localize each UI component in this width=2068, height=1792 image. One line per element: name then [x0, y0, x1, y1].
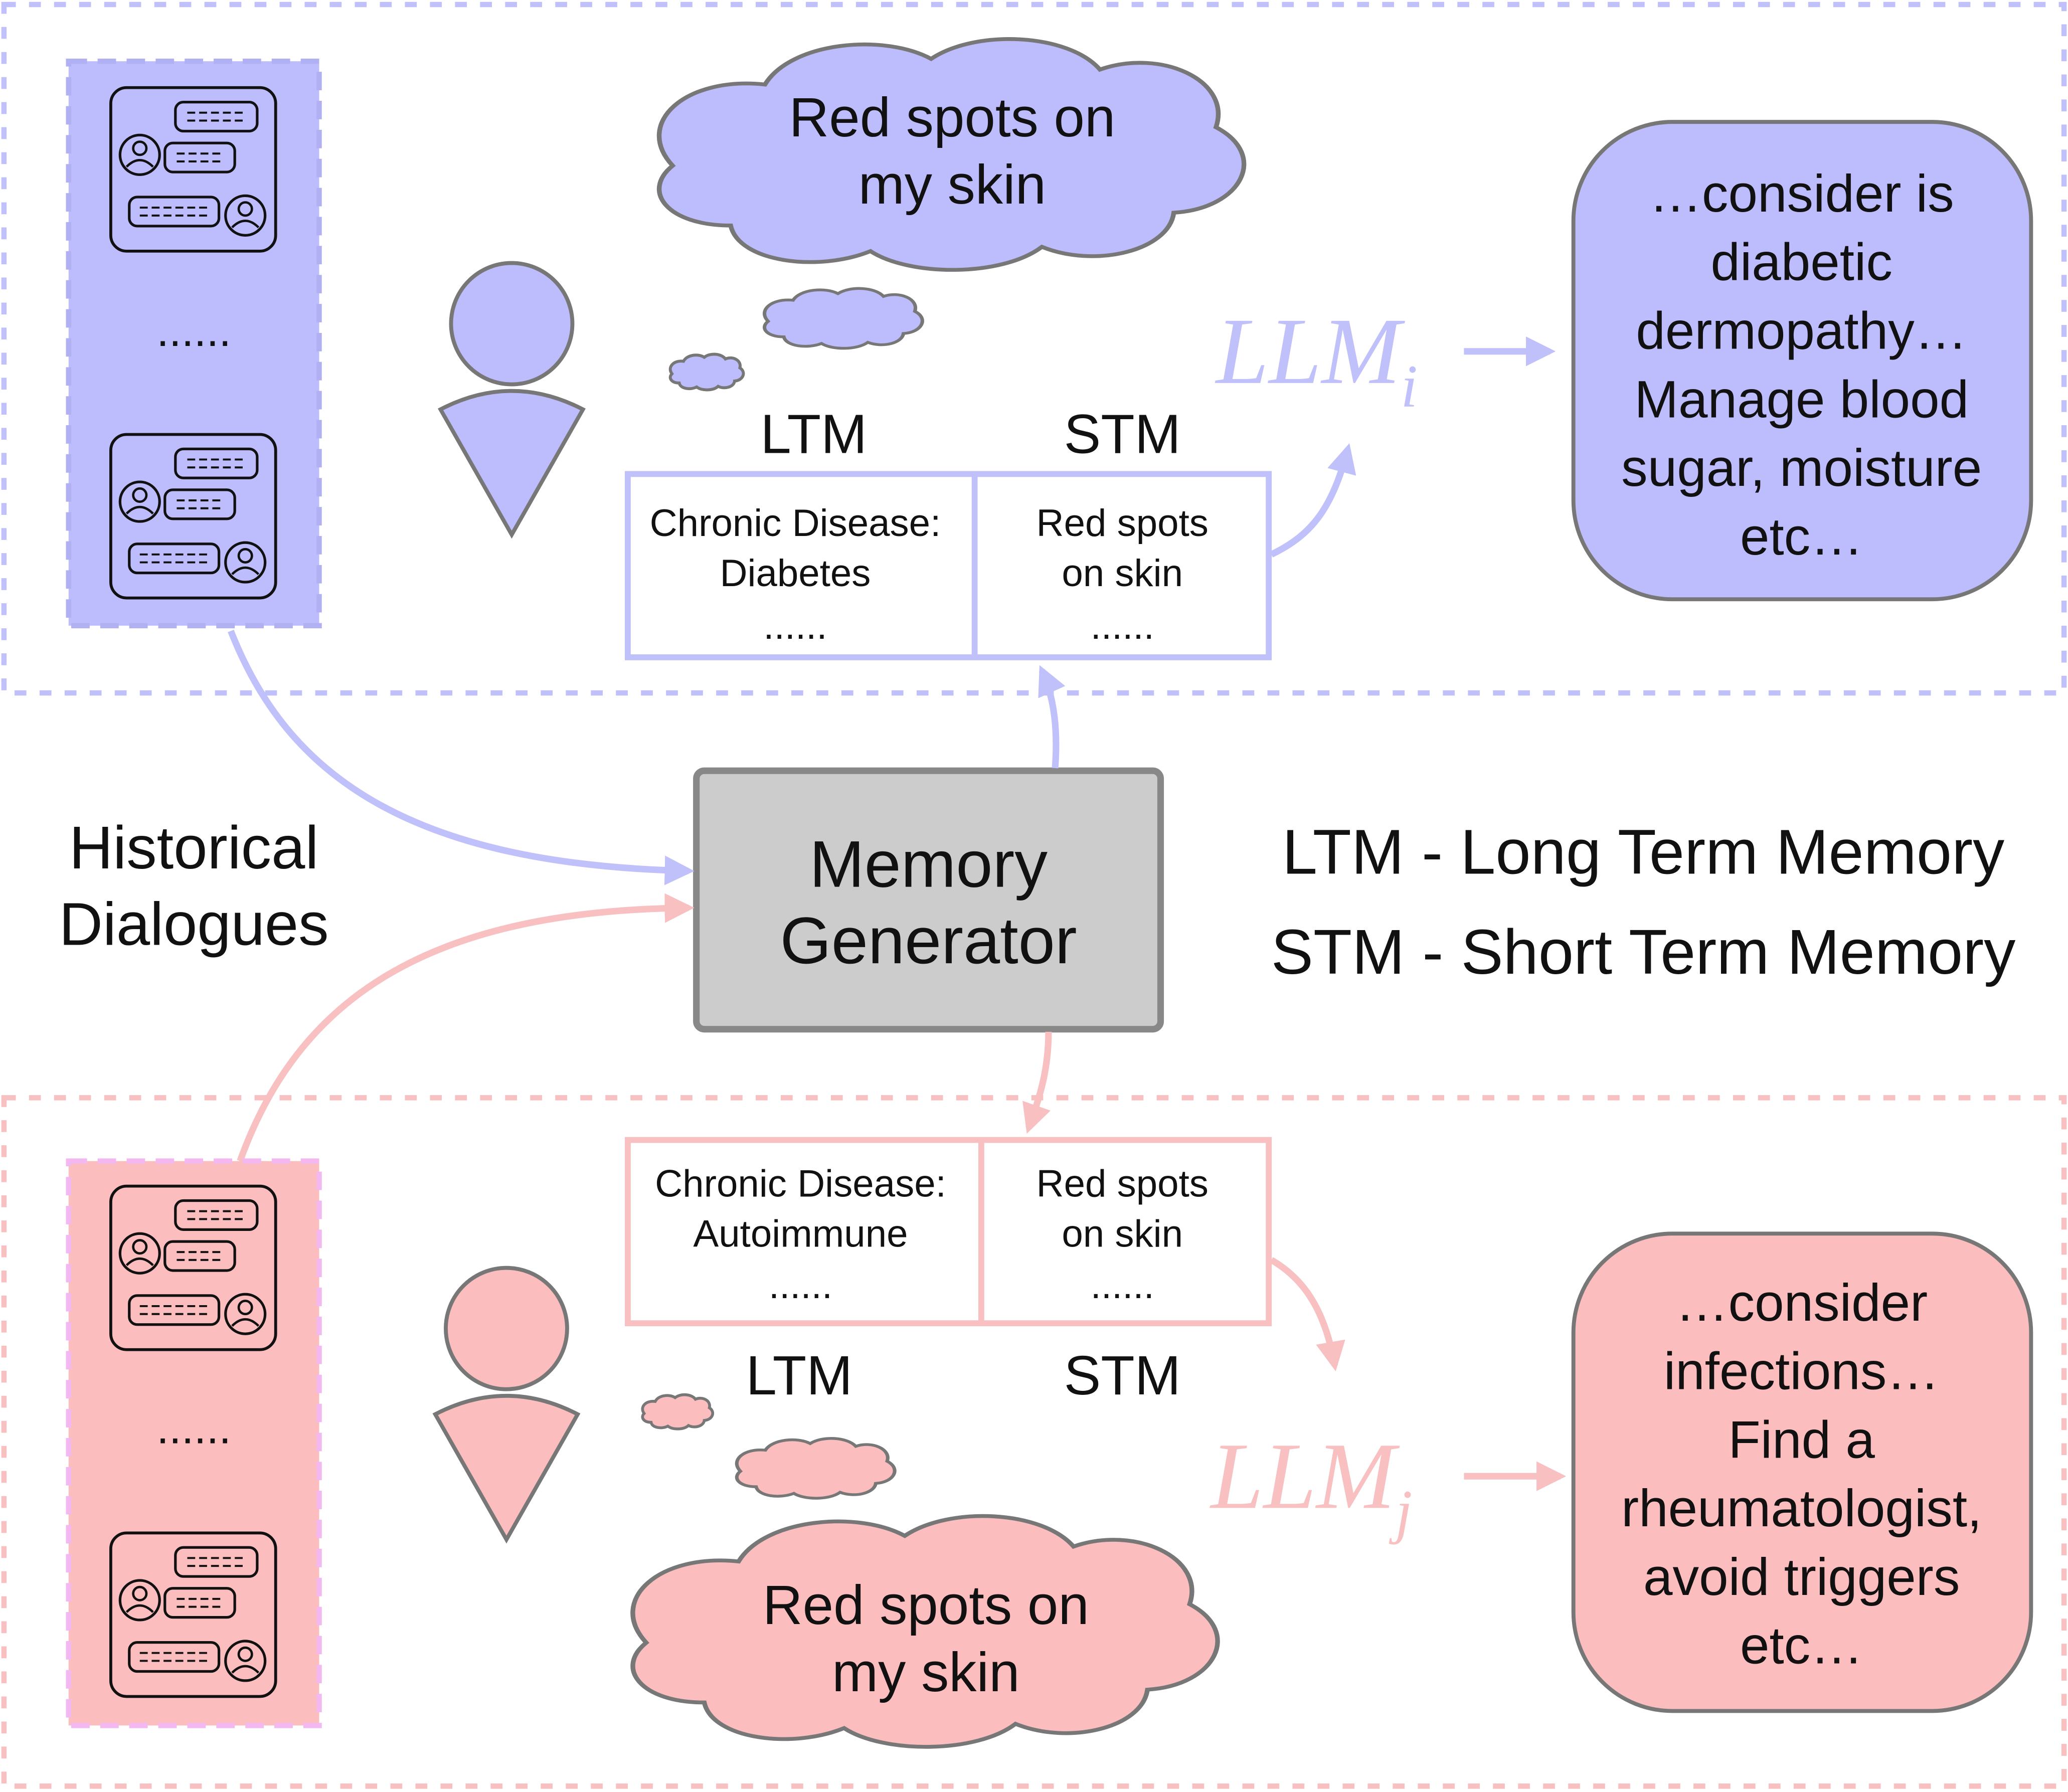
- response-box-top: …consider is diabetic dermopathy… Manage…: [1571, 120, 2033, 602]
- arrow-generator-to-top-table: [1038, 665, 1066, 769]
- generator-label-line-1: Memory: [809, 827, 1048, 901]
- bottom-panel-border: [1, 1095, 2067, 1789]
- thought-text-line-2: my skin: [832, 1642, 1019, 1703]
- thought-text-line-1: Red spots on: [763, 1574, 1089, 1636]
- ltm-cell-line: Chronic Disease:: [655, 1163, 946, 1205]
- arrow-top-dialogues-to-generator: [228, 629, 695, 885]
- response-line: Manage blood: [1634, 370, 1969, 429]
- historical-dialogues-label-line-1: Historical: [69, 813, 318, 881]
- llm-j-label: LLMj: [1209, 1423, 1412, 1545]
- ltm-cell-line: Chronic Disease:: [650, 502, 941, 545]
- dialogue-ellipsis: ......: [156, 1402, 231, 1453]
- stm-cell-line: Red spots: [1037, 502, 1209, 545]
- ltm-cell-line: ......: [763, 605, 827, 647]
- bottom-dialogue-column: ......: [66, 1158, 322, 1728]
- thought-cloud-icon: Red spots on my skin: [659, 39, 1244, 390]
- thought-text-line-1: Red spots on: [789, 87, 1116, 148]
- arrow-generator-to-bottom-table: [1022, 1031, 1052, 1134]
- response-line: …consider: [1675, 1274, 1928, 1332]
- response-box-bottom: …consider infections… Find a rheumatolog…: [1571, 1231, 2033, 1713]
- response-line: avoid triggers: [1643, 1548, 1960, 1606]
- ltm-cell-line: Diabetes: [720, 552, 871, 595]
- response-line: rheumatologist,: [1621, 1479, 1982, 1538]
- arrow-table-to-llm-i: [1270, 443, 1356, 558]
- person-icon: [432, 1266, 581, 1544]
- response-line: sugar, moisture: [1621, 439, 1982, 497]
- memory-table: Chronic Disease: Diabetes ...... Red spo…: [625, 471, 1272, 660]
- response-line: …consider is: [1649, 164, 1954, 223]
- response-line: dermopathy…: [1636, 302, 1967, 361]
- stm-cell-line: Red spots: [1037, 1163, 1209, 1205]
- thought-text-line-2: my skin: [858, 154, 1046, 216]
- arrow-bottom-dialogues-to-generator: [237, 893, 695, 1162]
- historical-dialogues-label-line-2: Dialogues: [59, 889, 329, 958]
- ltm-heading: LTM: [760, 403, 867, 465]
- llm-i-label: LLMi: [1215, 298, 1418, 420]
- stm-heading: STM: [1064, 1345, 1181, 1406]
- generator-label-line-2: Generator: [780, 904, 1077, 977]
- response-line: Find a: [1729, 1410, 1875, 1469]
- person-icon: [437, 261, 586, 539]
- stm-heading: STM: [1064, 403, 1181, 465]
- stm-cell-line: on skin: [1062, 552, 1183, 595]
- response-line: infections…: [1664, 1342, 1940, 1401]
- arrow-table-to-llm-j: [1270, 1257, 1345, 1371]
- stm-cell-line: on skin: [1062, 1213, 1183, 1256]
- response-line: diabetic: [1710, 233, 1892, 292]
- legend-stm: STM - Short Term Memory: [1271, 917, 2016, 987]
- response-line: etc…: [1740, 507, 1863, 566]
- memory-table: Chronic Disease: Autoimmune ...... Red s…: [625, 1137, 1272, 1327]
- ltm-cell-line: ......: [769, 1264, 832, 1307]
- memory-generator-box: Memory Generator: [693, 767, 1164, 1033]
- response-line: etc…: [1740, 1617, 1863, 1675]
- ltm-heading: LTM: [746, 1345, 852, 1406]
- stm-cell-line: ......: [1091, 605, 1154, 647]
- legend-ltm: LTM - Long Term Memory: [1282, 816, 2004, 887]
- ltm-cell-line: Autoimmune: [693, 1213, 908, 1256]
- stm-cell-line: ......: [1091, 1264, 1154, 1307]
- thought-cloud-icon: Red spots on my skin: [633, 1395, 1218, 1747]
- dialogue-ellipsis: ......: [156, 305, 231, 355]
- top-panel-border: [1, 2, 2067, 696]
- top-dialogue-column: ......: [66, 58, 322, 629]
